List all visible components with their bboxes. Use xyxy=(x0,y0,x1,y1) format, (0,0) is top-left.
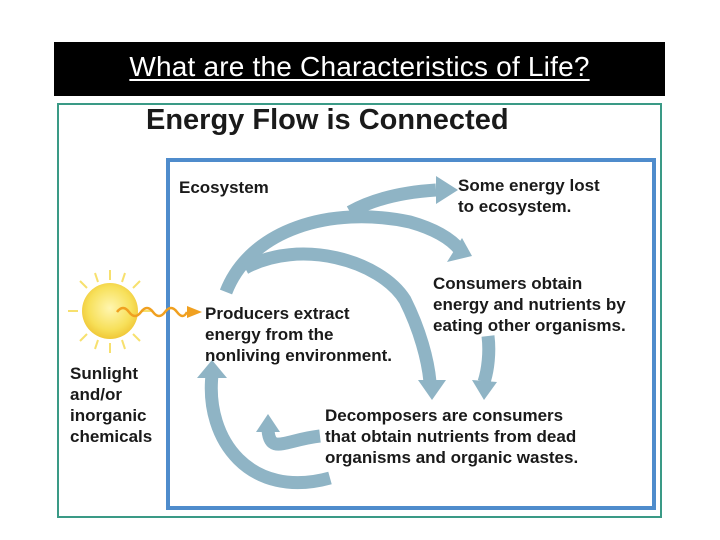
arrow-producers-to-consumers xyxy=(219,210,466,295)
arrow-energy-lost xyxy=(346,183,437,218)
sun-icon xyxy=(68,270,152,353)
arrow-inner-cycle xyxy=(241,247,437,383)
slide-title-bar: What are the Characteristics of Life? xyxy=(54,42,665,96)
consumers-label: Consumers obtain energy and nutrients by… xyxy=(433,274,626,335)
energy-lost-label: Some energy lost to ecosystem. xyxy=(458,176,600,216)
arrow-inner-return xyxy=(261,429,321,451)
ecosystem-boundary xyxy=(166,158,656,510)
arrow-consumers-to-decomposers xyxy=(477,335,496,385)
figure-title: Energy Flow is Connected xyxy=(146,104,509,136)
ecosystem-label: Ecosystem xyxy=(179,178,269,197)
slide-title: What are the Characteristics of Life? xyxy=(129,51,590,82)
wavy-arrow-icon xyxy=(116,306,202,318)
figure-frame xyxy=(57,103,662,518)
sunlight-label: Sunlight and/or inorganic chemicals xyxy=(70,364,153,446)
arrow-decomposers-to-producers xyxy=(204,374,332,490)
producers-label: Producers extract energy from the nonliv… xyxy=(205,304,393,365)
decomposers-label: Decomposers are consumers that obtain nu… xyxy=(325,406,579,467)
